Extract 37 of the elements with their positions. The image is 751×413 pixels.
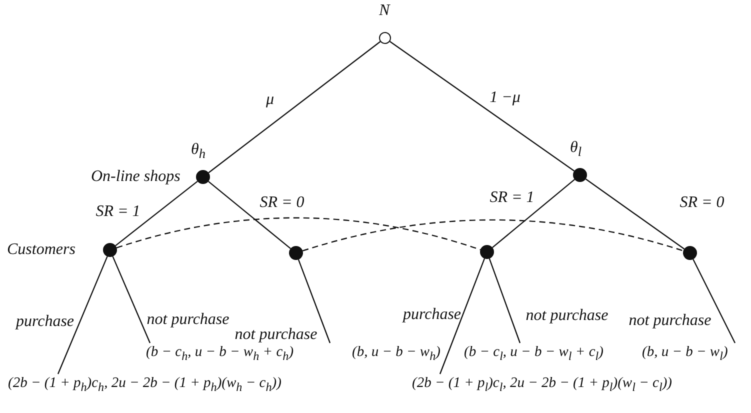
branch-line	[492, 179, 575, 248]
branch-line	[298, 259, 331, 344]
edge-label: 1 −μ	[490, 89, 520, 107]
branch-line	[390, 40, 575, 172]
branch-line	[208, 41, 381, 174]
payoff-text: (2b − (1 + p$_{l}$)c$_{l}$, 2u − 2b − (1 + p$_{l}$)(w$_{l}$ − c$_{l}$))	[412, 374, 672, 396]
edge-label: purchase	[402, 306, 462, 324]
node-label: N	[379, 2, 390, 20]
edge-label: not purchase	[234, 326, 318, 344]
branch-line	[57, 256, 108, 374]
edge-label: SR = 0	[680, 194, 724, 212]
payoff-text: (b, u − b − w$_{h}$)	[352, 343, 440, 365]
payoff-text: (b, u − b − w$_{l}$)	[642, 343, 728, 365]
branch-line	[585, 178, 685, 250]
branch-line	[112, 256, 151, 344]
node-label: θ$_{l}$	[570, 139, 582, 162]
edge-label: not purchase	[628, 312, 712, 330]
node-label: On-line shops	[91, 168, 180, 186]
node-label: θ$_{h}$	[191, 141, 206, 164]
branch-line	[488, 258, 521, 344]
edge-label: SR = 1	[490, 189, 534, 207]
branch-line	[115, 180, 198, 246]
edge-label: SR = 1	[96, 203, 140, 221]
branch-line	[439, 258, 486, 374]
branch-line	[692, 259, 736, 344]
edge-label: not purchase	[526, 307, 608, 325]
payoff-text: (2b − (1 + p$_{h}$)c$_{h}$, 2u − 2b − (1 + p$_{h}$)(w$_{h}$ − c$_{h}$))	[8, 374, 282, 396]
edge-label: μ	[266, 91, 274, 109]
information-set-line	[116, 217, 481, 250]
information-set-line	[302, 219, 684, 252]
payoff-text: (b − c$_{h}$, u − b − w$_{h}$ + c$_{h}$)	[146, 343, 294, 365]
node-label: Customers	[7, 241, 76, 259]
branch-line	[208, 180, 291, 250]
edge-label: SR = 0	[260, 194, 304, 212]
edge-label: not purchase	[146, 311, 230, 329]
edge-label: purchase	[16, 313, 74, 331]
payoff-text: (b − c$_{l}$, u − b − w$_{l}$ + c$_{l}$)	[464, 343, 604, 365]
